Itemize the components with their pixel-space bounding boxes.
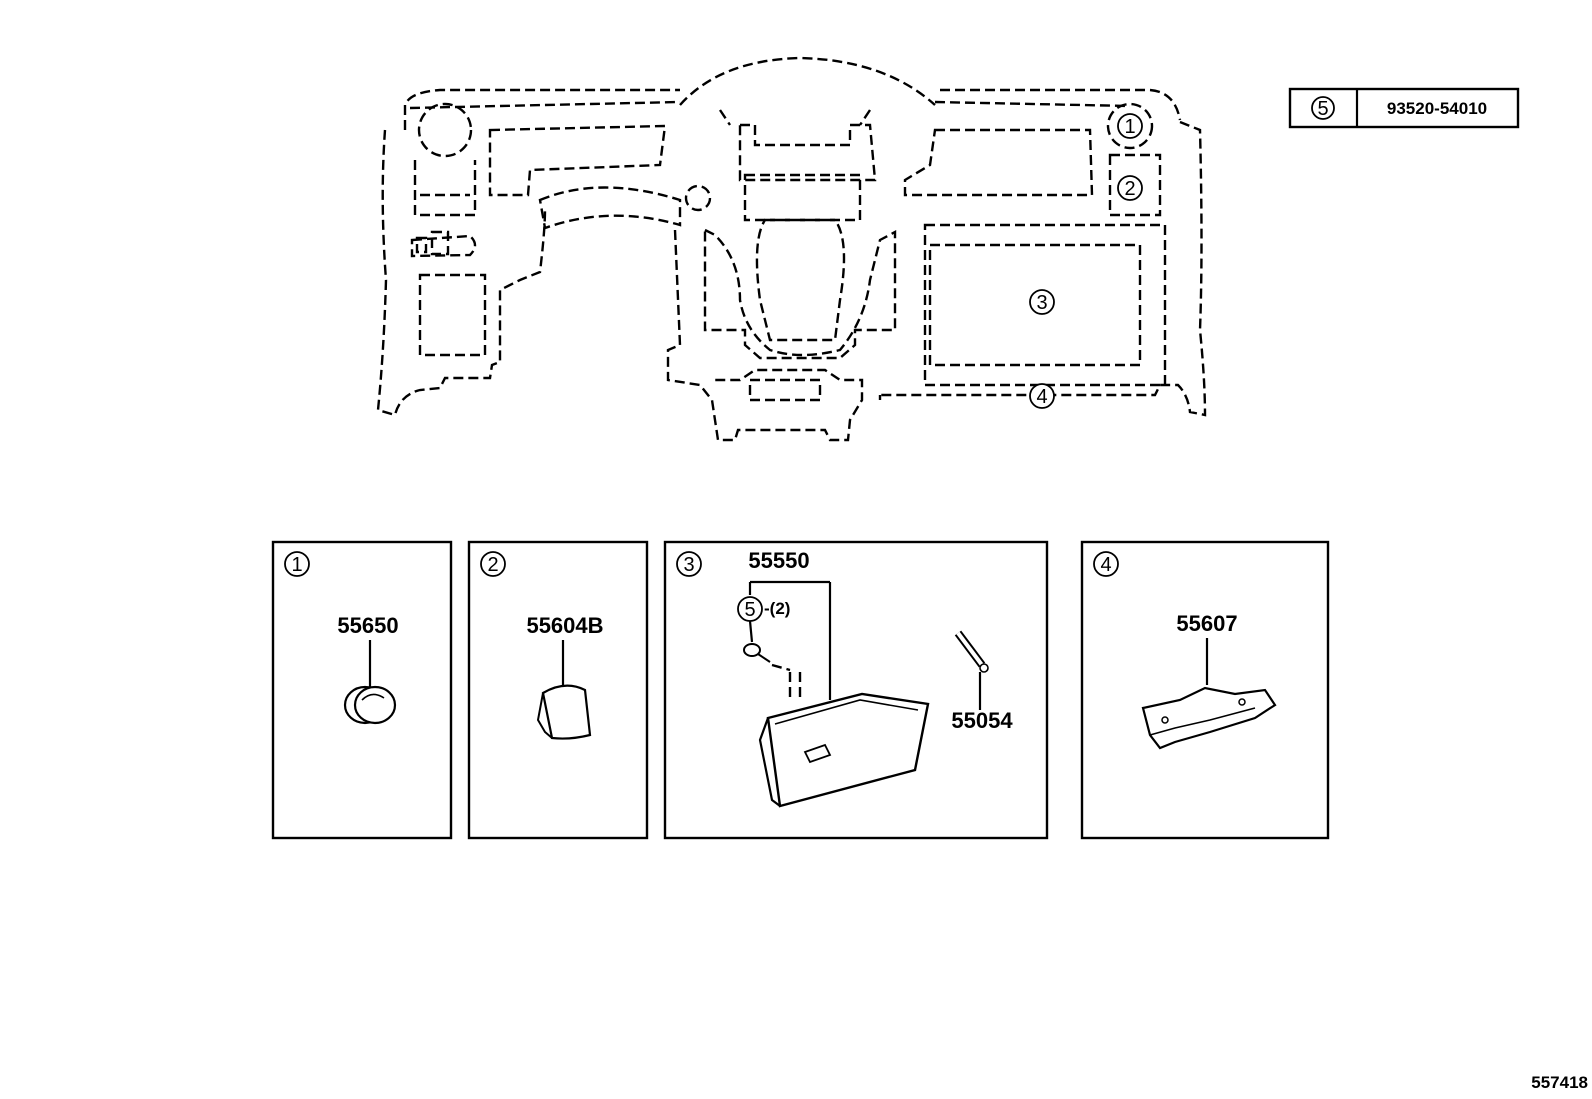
panel-3-ref: 3 bbox=[683, 554, 694, 576]
callout-1-circle bbox=[1117, 113, 1143, 139]
callout-2-label: 2 bbox=[1124, 178, 1135, 200]
panel-4-ref: 4 bbox=[1100, 554, 1111, 576]
callout-4-label: 4 bbox=[1036, 386, 1047, 408]
illustration-id: 557418 bbox=[1531, 1073, 1588, 1092]
panel-4-ref-circle bbox=[1093, 551, 1119, 577]
panel-3-ref-circle bbox=[676, 551, 702, 577]
part-55650-label: 55650 bbox=[337, 613, 398, 638]
panel-3: 3 55550 5 -(2) 55054 bbox=[663, 540, 1049, 840]
pin-part bbox=[954, 630, 989, 673]
part-55604B-label: 55604B bbox=[526, 613, 603, 638]
part-55607-label: 55607 bbox=[1176, 611, 1237, 636]
glove-box-part bbox=[758, 692, 930, 808]
part-55550-label: 55550 bbox=[748, 548, 809, 573]
fastener-table-ref: 5 bbox=[1317, 98, 1328, 120]
screw-part bbox=[743, 620, 771, 663]
fastener-part-number: 93520-54010 bbox=[1387, 99, 1487, 118]
fastener-table-ref-circle bbox=[1311, 96, 1335, 120]
callout-3-label: 3 bbox=[1036, 292, 1047, 314]
panel-1: 1 55650 bbox=[271, 540, 453, 840]
vent-panel-part bbox=[536, 684, 592, 740]
panel-4: 4 55607 bbox=[1080, 540, 1330, 840]
fastener-qty: -(2) bbox=[764, 599, 790, 618]
panel-1-ref: 1 bbox=[291, 554, 302, 576]
fastener-table: 5 93520-54010 bbox=[1288, 87, 1520, 129]
dashboard-callouts: 1 2 3 4 bbox=[1029, 113, 1143, 409]
bracket-part bbox=[1141, 686, 1277, 750]
callout-2-circle bbox=[1117, 175, 1143, 201]
fastener-ref: 5 bbox=[744, 599, 755, 621]
part-55054-label: 55054 bbox=[951, 708, 1013, 733]
vent-knob-part bbox=[343, 685, 397, 725]
panel-2: 2 55604B bbox=[467, 540, 649, 840]
panel-2-ref: 2 bbox=[487, 554, 498, 576]
callout-4-circle bbox=[1029, 383, 1055, 409]
panel-1-ref-circle bbox=[284, 551, 310, 577]
callout-3-circle bbox=[1029, 289, 1055, 315]
dashboard-outline bbox=[376, 56, 1207, 442]
panel-2-ref-circle bbox=[480, 551, 506, 577]
callout-1-label: 1 bbox=[1124, 116, 1135, 138]
